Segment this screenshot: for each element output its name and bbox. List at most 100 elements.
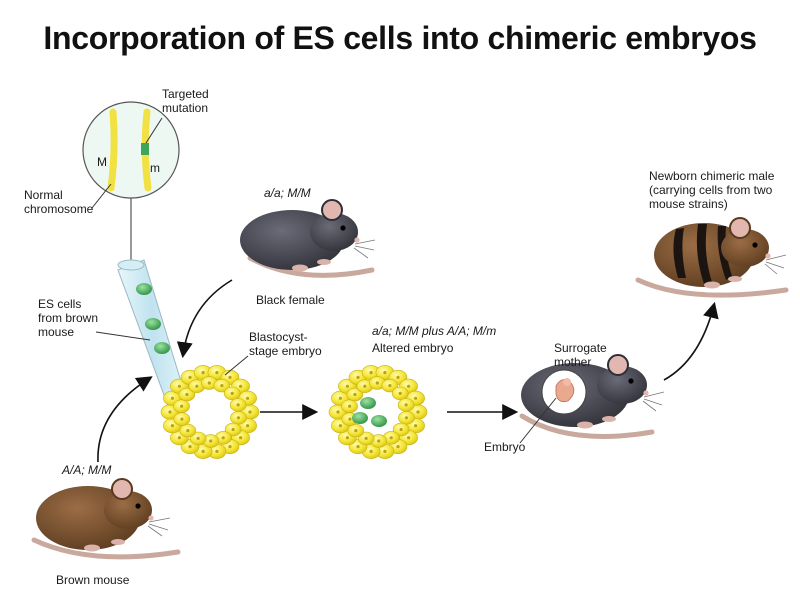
surrogate-mother-mouse: Surrogate mother Embryo bbox=[484, 341, 665, 454]
cell-nucleus bbox=[369, 449, 373, 453]
chimera-stripe bbox=[673, 228, 686, 278]
mouse-paw bbox=[84, 544, 100, 552]
newborn-label-line1: Newborn chimeric male bbox=[649, 169, 775, 183]
cell-nucleus bbox=[383, 449, 387, 453]
blastocyst-embryo bbox=[160, 365, 260, 459]
cell-nucleus bbox=[389, 436, 393, 440]
chromosome-magnifier: M m Targeted mutation Normal chromosome bbox=[24, 87, 209, 262]
brown-mouse-label: Brown mouse bbox=[56, 573, 130, 587]
cell-nucleus bbox=[356, 445, 360, 449]
mouse-ear bbox=[111, 478, 133, 500]
cell-nucleus bbox=[215, 449, 219, 453]
altered-embryo bbox=[328, 365, 428, 459]
cell-nucleus bbox=[231, 427, 235, 432]
mouse-paw bbox=[317, 259, 331, 265]
cell-nucleus bbox=[168, 410, 172, 414]
blastocyst-leader bbox=[224, 355, 249, 376]
arrow-black-to-blastocyst bbox=[176, 279, 233, 359]
cell-nucleus bbox=[180, 404, 184, 408]
es-cell-pipette: ES cells from brown mouse bbox=[38, 259, 187, 407]
cell-nucleus bbox=[207, 381, 211, 385]
blastocyst-label-line1: Blastocyst- bbox=[249, 330, 308, 344]
mouse-nose bbox=[354, 237, 360, 243]
cell-nucleus bbox=[180, 417, 184, 421]
mouse-head bbox=[597, 366, 647, 404]
mouse-whiskers bbox=[764, 254, 787, 275]
mouse-paw bbox=[292, 264, 308, 272]
cell-nucleus bbox=[188, 445, 192, 449]
mouse-head bbox=[310, 213, 358, 251]
normal-chromosome bbox=[107, 108, 118, 192]
cell-nucleus bbox=[414, 396, 418, 400]
es-cell bbox=[145, 318, 161, 330]
black-female-genotype: a/a; M/M bbox=[264, 186, 311, 200]
cell-nucleus bbox=[356, 375, 360, 379]
cell-nucleus bbox=[221, 436, 225, 440]
altered-genotype-label: a/a; M/M plus A/A; M/m bbox=[372, 324, 496, 338]
cell-nucleus bbox=[369, 371, 373, 375]
black-female-mouse: a/a; M/M Black female bbox=[240, 186, 376, 307]
es-cell bbox=[136, 283, 152, 295]
cell-nucleus bbox=[170, 396, 174, 400]
cell-nucleus bbox=[239, 436, 243, 440]
cell-nucleus bbox=[388, 384, 392, 388]
es-cells-label-line1: ES cells bbox=[38, 297, 81, 311]
cell-nucleus bbox=[195, 384, 199, 388]
targeted-mutation-label-line1: Targeted bbox=[162, 87, 209, 101]
cell-nucleus bbox=[246, 424, 250, 428]
normal-chromosome-leader bbox=[91, 183, 112, 209]
cell-nucleus bbox=[363, 384, 367, 388]
cell-nucleus bbox=[348, 417, 352, 421]
mouse-whiskers bbox=[147, 517, 171, 537]
cell-nucleus bbox=[246, 396, 250, 400]
cell-nucleus bbox=[399, 427, 403, 432]
cell-nucleus bbox=[201, 371, 205, 375]
es-cell bbox=[371, 415, 387, 427]
mouse-head bbox=[721, 229, 769, 267]
cell-nucleus bbox=[354, 429, 358, 433]
figure-title: Incorporation of ES cells into chimeric … bbox=[43, 20, 757, 56]
cell-nucleus bbox=[336, 410, 340, 414]
cell-nucleus bbox=[348, 404, 352, 408]
mouse-paw bbox=[577, 421, 593, 429]
es-cell bbox=[154, 342, 170, 354]
injected-es-cells bbox=[352, 397, 387, 427]
cell-nucleus bbox=[236, 403, 240, 407]
es-cells-label-line3: mouse bbox=[38, 325, 74, 339]
cell-nucleus bbox=[177, 384, 181, 388]
cell-nucleus bbox=[228, 375, 232, 379]
mouse-nose bbox=[643, 390, 649, 396]
pipette-opening bbox=[117, 259, 145, 271]
mouse-paw bbox=[704, 281, 720, 289]
mouse-paw bbox=[602, 416, 616, 422]
es-cells-label-line2: from brown bbox=[38, 311, 98, 325]
targeted-mutation-marker bbox=[141, 143, 149, 155]
cell-nucleus bbox=[398, 391, 402, 395]
mouse-whiskers bbox=[642, 391, 665, 412]
mouse-paw bbox=[728, 276, 742, 282]
surrogate-label-line2: mother bbox=[554, 355, 591, 369]
altered-embryo-label: Altered embryo bbox=[372, 341, 454, 355]
cell-nucleus bbox=[201, 449, 205, 453]
targeted-mutation-label-line2: mutation bbox=[162, 101, 208, 115]
mouse-whiskers bbox=[353, 239, 376, 259]
cell-nucleus bbox=[416, 410, 420, 414]
cell-nucleus bbox=[228, 445, 232, 449]
cell-nucleus bbox=[239, 384, 243, 388]
mouse-eye bbox=[135, 503, 141, 509]
cell-nucleus bbox=[215, 371, 219, 375]
mouse-eye bbox=[752, 242, 758, 248]
mouse-eye bbox=[340, 225, 346, 231]
mouse-nose bbox=[765, 253, 771, 259]
mouse-eye bbox=[628, 378, 634, 384]
blastocyst-label-line2: stage embryo bbox=[249, 344, 322, 358]
brown-mouse: A/A; M/M Brown mouse bbox=[31, 463, 181, 587]
cell-nucleus bbox=[185, 392, 189, 397]
cell-nucleus bbox=[396, 445, 400, 449]
mouse-tail bbox=[519, 413, 655, 439]
mouse-ear bbox=[607, 354, 629, 376]
normal-chromosome-label-line2: chromosome bbox=[24, 202, 94, 216]
black-female-label: Black female bbox=[256, 293, 325, 307]
